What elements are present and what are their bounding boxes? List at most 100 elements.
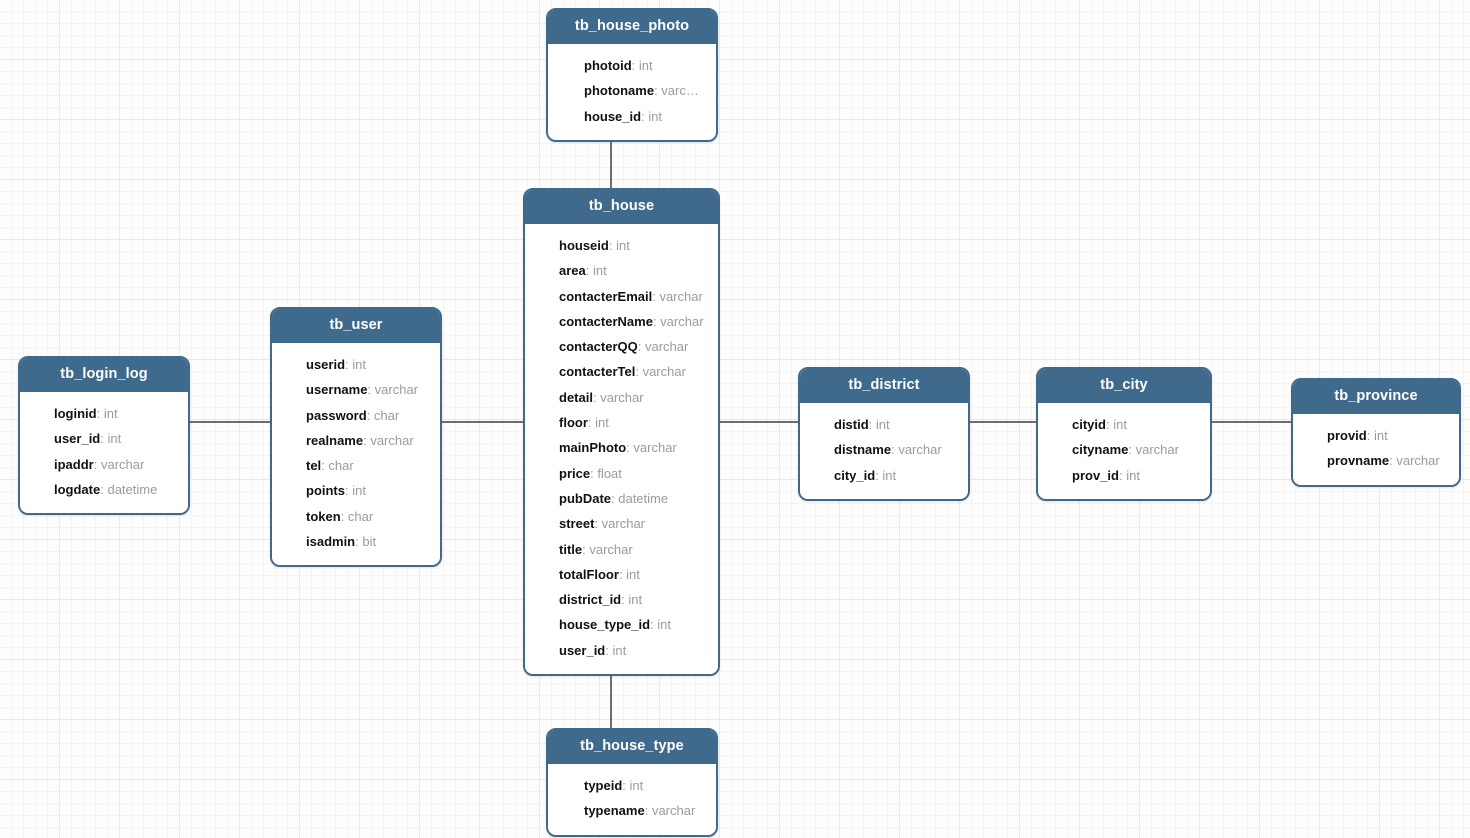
field-type-sep: : [652,288,660,304]
entity-title-tb_user: tb_user [272,309,440,343]
field-type-sep: : [367,382,375,398]
field-type-sep: : [891,442,899,458]
field-type-sep: : [345,357,353,372]
entity-tb_district[interactable]: tb_district distid: int distname: varcha… [798,367,970,501]
field-row: contacterName: varchar [525,309,718,334]
field-name: district_id [559,592,622,608]
entity-fields-tb_district: distid: int distname: varchar city_id: i… [800,403,968,499]
field-name: cityname [1072,442,1129,458]
field-type-sep: : [644,803,652,819]
field-type-sep: : [637,339,645,355]
field-type-sep: : [96,406,104,421]
field-type: int [626,566,640,582]
field-name: pubDate [559,490,611,506]
field-name: tel [306,458,322,474]
field-row: userid: int [272,352,440,377]
field-row: username: varchar [272,377,440,402]
field-type: char [347,508,374,524]
field-type: bit [362,534,377,550]
field-type-sep: : [650,617,658,633]
field-type: int [592,263,607,279]
entity-fields-tb_house: houseid: int area: int contacterEmail: v… [525,224,718,675]
entity-tb_city[interactable]: tb_city cityid: int cityname: varchar pr… [1036,367,1212,501]
entity-tb_house[interactable]: tb_house houseid: int area: int contacte… [523,188,720,677]
field-name: cityid [1072,417,1106,432]
field-name: house_id [584,108,642,124]
field-name: userid [306,357,346,372]
field-name: logdate [54,481,101,497]
field-row: tel: char [272,453,440,478]
entity-title-tb_city: tb_city [1038,369,1210,403]
field-row: pubDate: datetime [525,486,718,511]
field-name: detail [559,389,593,405]
entity-fields-tb_user: userid: int username: varchar password: … [272,343,440,566]
field-row: totalFloor: int [525,562,718,587]
field-type-sep: : [363,432,371,448]
field-row: provid: int [1293,423,1459,448]
field-type: varchar [600,389,644,405]
field-type-sep: : [641,108,649,124]
field-name: contacterQQ [559,339,638,355]
field-type: varchar [1135,442,1179,458]
field-row: contacterTel: varchar [525,359,718,384]
field-type: int [1126,467,1140,483]
field-name: mainPhoto [559,440,627,456]
field-name: typename [584,803,645,819]
field-type: int [875,417,890,432]
entity-tb_province[interactable]: tb_province provid: int provname: varcha… [1291,378,1461,487]
field-row: token: char [272,504,440,529]
field-name: totalFloor [559,566,619,582]
field-type-sep: : [321,458,329,474]
field-name: street [559,516,595,532]
entity-tb_house_photo[interactable]: tb_house_photo photoid: int photoname: v… [546,8,718,142]
field-name: house_type_id [559,617,651,633]
field-name: title [559,541,583,557]
field-row: prov_id: int [1038,463,1210,488]
field-type-sep: : [621,592,629,608]
field-type-sep: : [345,483,353,499]
field-type-sep: : [875,467,883,483]
field-name: distname [834,442,892,458]
field-type-sep: : [582,541,590,557]
entity-tb_login_log[interactable]: tb_login_log loginid: int user_id: int i… [18,356,190,516]
field-type: int [882,467,897,483]
field-row: logdate: datetime [20,477,188,502]
field-row: password: char [272,403,440,428]
field-row: contacterEmail: varchar [525,284,718,309]
field-type-sep: : [592,389,601,405]
field-type: varchar [659,288,703,304]
field-type: varchar [644,339,689,355]
field-name: houseid [559,238,609,253]
field-type-sep: : [611,490,619,506]
field-row: typeid: int [548,773,716,798]
field-name: contacterTel [559,364,636,380]
field-type: varchar [651,803,696,819]
field-type: int [628,592,643,608]
field-type-sep: : [652,313,661,329]
entity-title-tb_house_photo: tb_house_photo [548,10,716,44]
entity-title-tb_province: tb_province [1293,380,1459,414]
entity-tb_user[interactable]: tb_user userid: int username: varchar pa… [270,307,442,568]
field-type: varchar [898,442,942,458]
field-type: varchar [601,516,646,532]
field-type-sep: : [590,465,598,481]
entity-title-tb_login_log: tb_login_log [20,358,188,392]
field-type-sep: : [1118,467,1127,483]
field-type: float [597,465,622,481]
field-type-sep: : [1389,453,1397,469]
field-row: house_id: int [548,104,716,129]
field-type: varchar [633,440,677,456]
field-row: floor: int [525,410,718,435]
field-row: mainPhoto: varchar [525,435,718,460]
field-type: int [352,483,366,499]
field-type: int [107,431,122,447]
entity-fields-tb_province: provid: int provname: varchar [1293,414,1459,485]
field-type-sep: : [1105,417,1114,432]
field-type: int [638,58,653,73]
field-name: realname [306,432,364,448]
field-name: contacterEmail [559,288,653,304]
field-type-sep: : [868,417,876,432]
entity-tb_house_type[interactable]: tb_house_type typeid: int typename: varc… [546,728,718,837]
entity-title-tb_house: tb_house [525,190,718,224]
